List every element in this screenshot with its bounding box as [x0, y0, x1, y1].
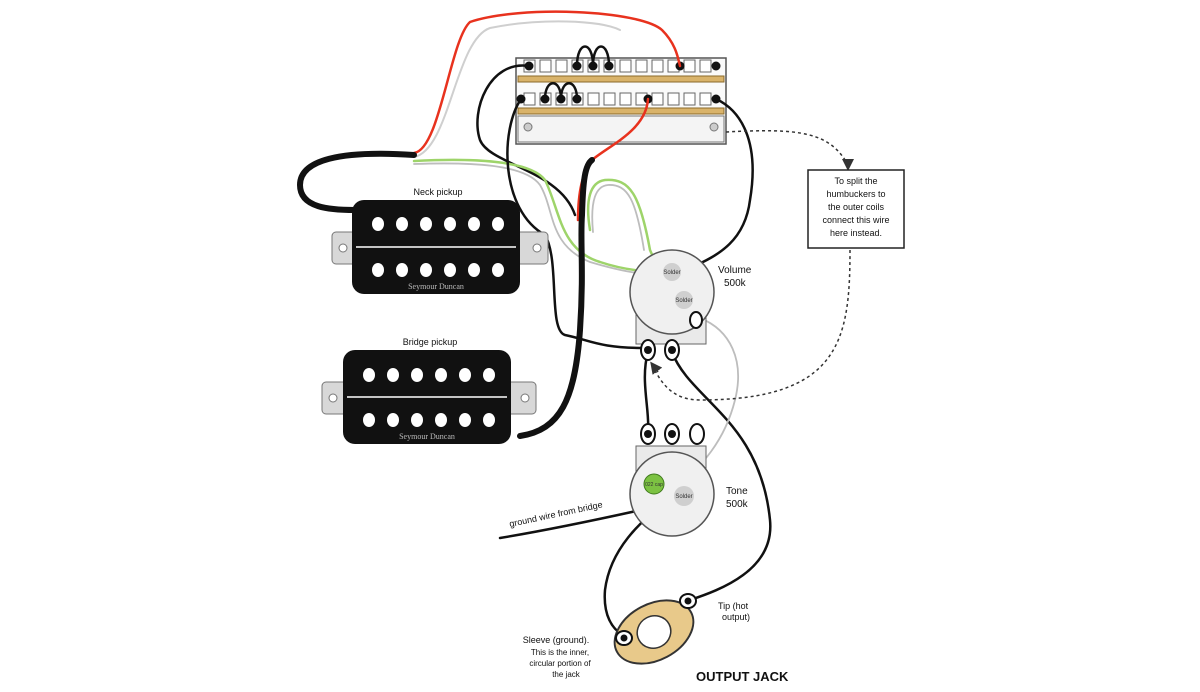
ground-wire-label: ground wire from bridge [508, 499, 603, 529]
dotted-arrow-head-bottom [650, 361, 663, 375]
sleeve-label-3: circular portion of [529, 659, 591, 668]
bridge-brand-text: Seymour Duncan [399, 432, 455, 441]
wire-gray-neck [413, 162, 669, 276]
volume-lugs [640, 311, 703, 361]
sleeve-label-4: the jack [552, 670, 581, 679]
cable-neck [296, 150, 417, 213]
switch-bar-upper [517, 75, 725, 83]
note-line-2: humbuckers to [826, 189, 885, 199]
volume-label-2: 500k [724, 278, 747, 289]
sleeve-label-2: This is the inner, [531, 648, 589, 657]
note-line-4: connect this wire [822, 215, 889, 225]
tone-label-2: 500k [726, 499, 749, 510]
tone-label-1: Tone [726, 486, 748, 497]
bridge-pickup: Seymour Duncan Bridge pickup [321, 337, 537, 444]
tip-label-1: Tip (hot [718, 601, 749, 611]
note-line-1: To split the [834, 176, 877, 186]
wire-green-neck [412, 158, 670, 274]
neck-pickup-label: Neck pickup [413, 187, 462, 197]
wire-red-neck [412, 10, 682, 155]
wire-gray-bridge [591, 184, 645, 251]
note-line-5: here instead. [830, 228, 882, 238]
wire-volume-out [670, 350, 772, 602]
cap-label: 022 cap [645, 482, 663, 488]
volume-solder-1: Solder [663, 270, 680, 276]
split-coil-note: To split the humbuckers to the outer coi… [807, 169, 905, 249]
sleeve-label-1: Sleeve (ground). [523, 635, 590, 645]
switch-bar-lower [517, 107, 725, 115]
output-jack-label: OUTPUT JACK [696, 669, 789, 684]
wire-switch-to-volume [688, 97, 754, 270]
selector-switch [515, 45, 727, 145]
tip-label-2: output) [722, 612, 750, 622]
wire-black-switch-top [476, 64, 577, 217]
switch-base [517, 115, 725, 143]
switch-jumpers [543, 45, 611, 100]
volume-solder-2: Solder [675, 298, 692, 304]
cable-bridge [517, 157, 595, 439]
wire-white-neck [413, 20, 621, 158]
dotted-split-wire [651, 130, 851, 401]
bridge-pole-pieces [363, 368, 495, 427]
tone-pot: 022 cap Solder Tone 500k [629, 423, 749, 537]
wire-ground-loop [506, 97, 648, 350]
tone-lugs [640, 423, 705, 445]
neck-pickup: Seymour Duncan Neck pickup [331, 187, 549, 294]
volume-pot: Solder Solder Volume 500k [629, 249, 752, 361]
bridge-pickup-label: Bridge pickup [403, 337, 458, 347]
neck-pole-pieces [372, 217, 504, 277]
volume-label-1: Volume [718, 265, 752, 276]
output-jack: OUTPUT JACK Tip (hot output) Sleeve (gro… [523, 593, 789, 684]
neck-brand-text: Seymour Duncan [408, 282, 464, 291]
wire-volume-to-tone [643, 350, 650, 434]
tone-capacitor [643, 473, 665, 495]
note-line-3: the outer coils [828, 202, 885, 212]
tone-solder: Solder [675, 494, 692, 500]
